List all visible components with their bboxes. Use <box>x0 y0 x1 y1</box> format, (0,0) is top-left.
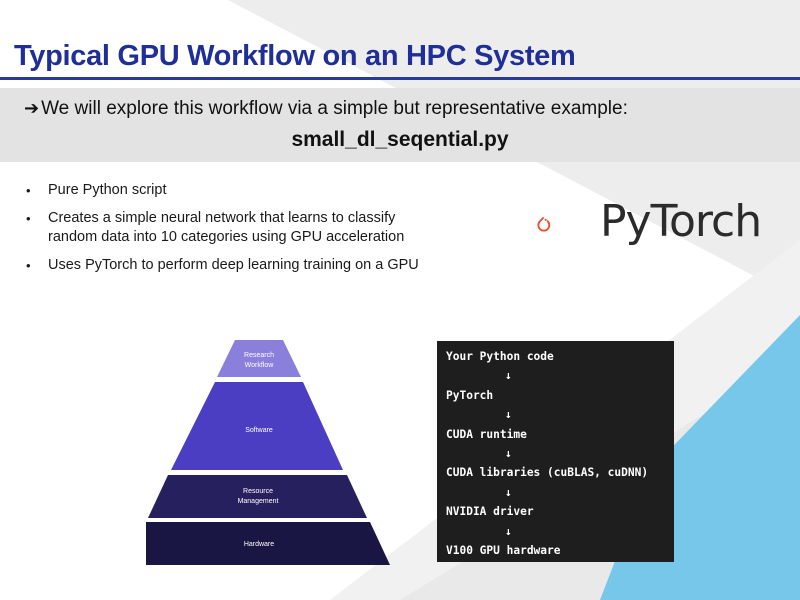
right-arrow-icon: ➔ <box>24 98 40 118</box>
stack-layer: NVIDIA driver <box>446 505 534 519</box>
pyramid-tier-label: Hardware <box>244 541 274 548</box>
pyramid-tier-resource-management: Resource Management <box>148 475 367 518</box>
stack-layer: CUDA runtime <box>446 427 527 441</box>
pytorch-flame-icon <box>537 217 551 232</box>
down-arrow-icon: ↓ <box>505 446 512 460</box>
down-arrow-icon: ↓ <box>505 485 512 499</box>
stack-layer: PyTorch <box>446 388 494 402</box>
slide-title: Typical GPU Workflow on an HPC System <box>14 40 576 72</box>
down-arrow-icon: ↓ <box>505 369 512 383</box>
example-banner <box>0 88 800 162</box>
hpc-pyramid-diagram: Research Workflow Software Resource Mana… <box>146 340 390 565</box>
stack-layer: V100 GPU hardware <box>446 543 561 557</box>
pytorch-logo-text: PyTorch <box>600 196 762 247</box>
title-divider <box>0 77 800 80</box>
pyramid-tier-label: Research <box>244 352 274 359</box>
pyramid-tier-software: Software <box>171 382 343 470</box>
pyramid-tier-label: Workflow <box>245 362 275 369</box>
example-filename: small_dl_seqential.py <box>291 128 509 151</box>
stack-layer: Your Python code <box>446 350 554 363</box>
pyramid-tier-hardware: Hardware <box>146 522 390 565</box>
bullet-item: Creates a simple neural network that lea… <box>26 209 446 247</box>
pyramid-tier-label: Software <box>245 427 273 434</box>
bullet-item: Pure Python script <box>26 181 446 200</box>
stack-layer: CUDA libraries (cuBLAS, cuDNN) <box>446 466 649 480</box>
bullet-list: Pure Python script Creates a simple neur… <box>26 181 446 284</box>
bullet-item: Uses PyTorch to perform deep learning tr… <box>26 256 446 275</box>
down-arrow-icon: ↓ <box>505 408 512 422</box>
pyramid-tier-label: Management <box>238 498 279 505</box>
pyramid-tier-research-workflow: Research Workflow <box>217 340 301 377</box>
banner-text: ➔We will explore this workflow via a sim… <box>24 98 628 120</box>
pyramid-tier-label: Resource <box>243 488 273 495</box>
software-stack-panel: Your Python code ↓ PyTorch ↓ CUDA runtim… <box>437 341 674 562</box>
down-arrow-icon: ↓ <box>505 524 512 538</box>
banner-line: We will explore this workflow via a simp… <box>41 98 628 119</box>
